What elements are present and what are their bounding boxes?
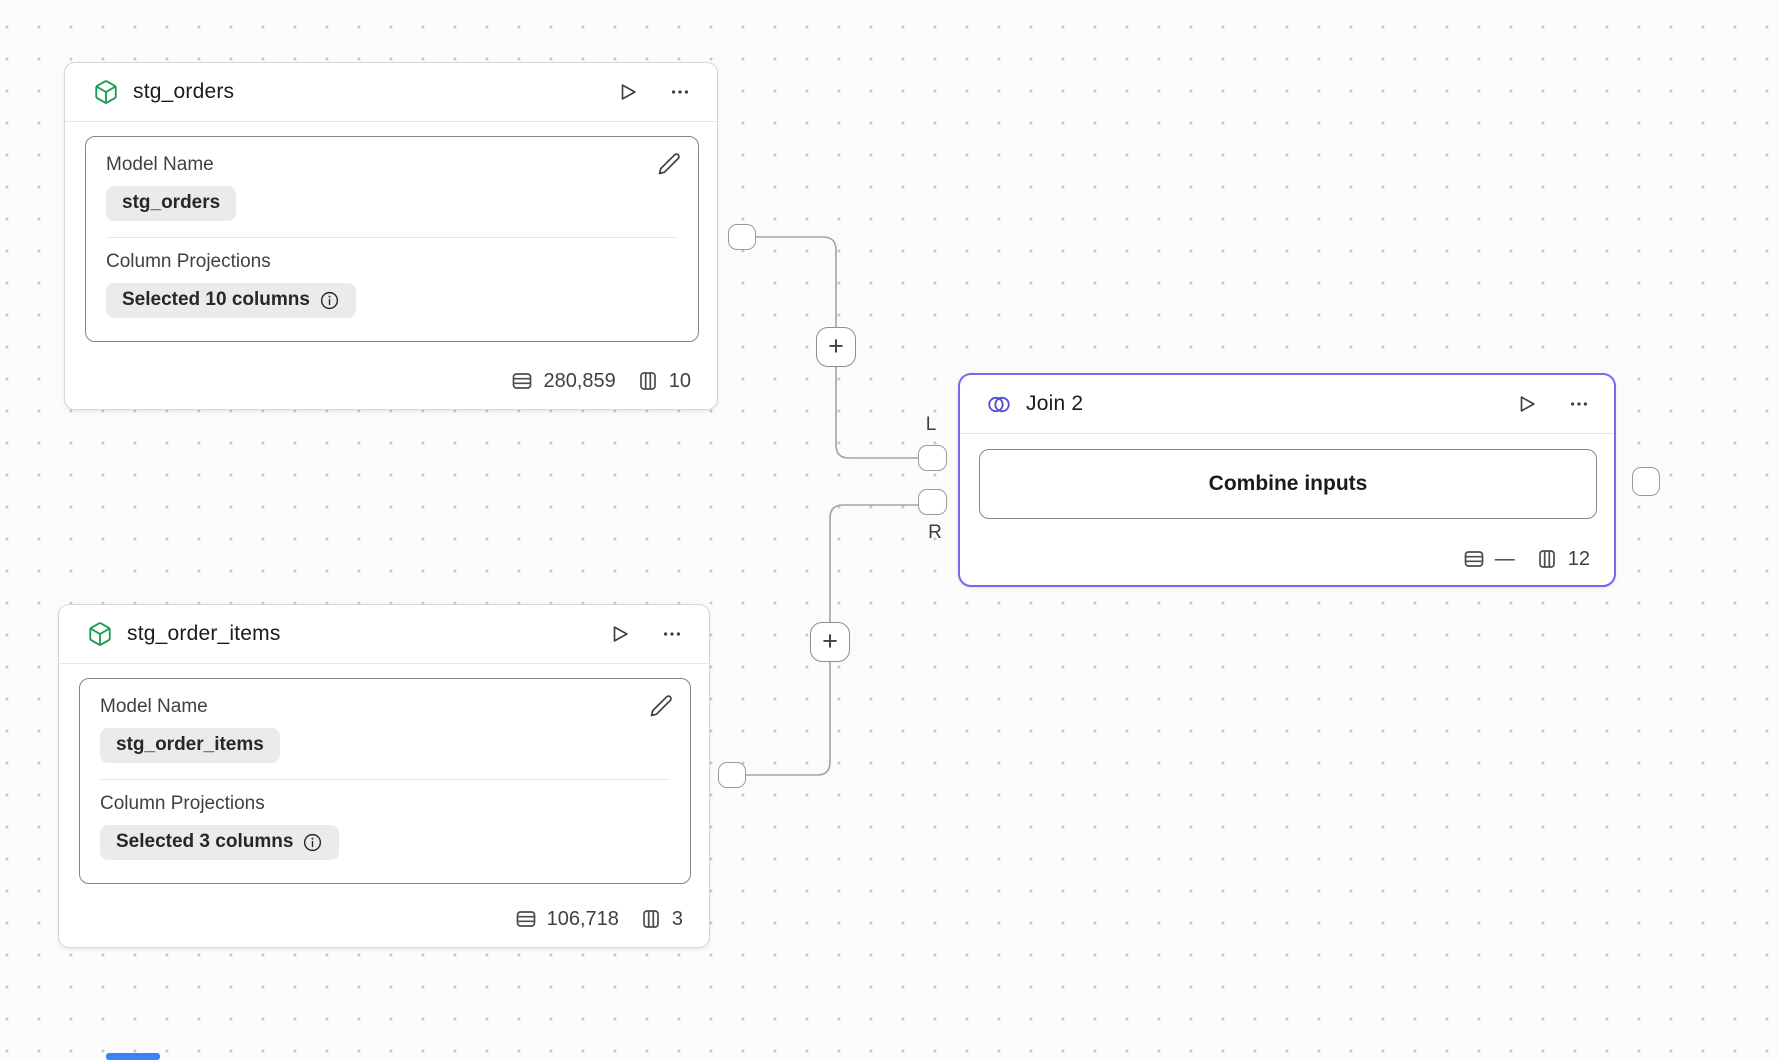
edit-model-name-button[interactable]	[656, 152, 682, 178]
info-icon	[320, 291, 339, 309]
column-count-stat: 12	[1535, 547, 1590, 571]
ellipsis-icon	[671, 90, 689, 94]
add-node-on-edge-button-top[interactable]: +	[816, 327, 856, 367]
join-input-port-right[interactable]	[918, 489, 947, 515]
row-count: 106,718	[546, 907, 619, 930]
plus-icon: +	[828, 330, 844, 361]
column-projections-value: Selected 3 columns	[116, 830, 294, 852]
rows-icon	[513, 373, 532, 389]
join-input-port-left[interactable]	[918, 445, 947, 471]
model-name-label: Model Name	[106, 154, 214, 175]
node-footer: 280,859 10	[65, 369, 717, 409]
model-package-icon	[87, 621, 113, 647]
divider	[65, 121, 717, 122]
play-icon	[621, 84, 636, 100]
node-stg-orders[interactable]: stg_orders Model Name stg_orders	[64, 62, 718, 410]
column-count: 10	[668, 369, 691, 392]
ellipsis-icon	[663, 632, 681, 636]
column-projections-label: Column Projections	[100, 792, 265, 814]
play-icon	[1520, 396, 1535, 412]
divider	[960, 433, 1614, 434]
model-name-chip[interactable]: stg_order_items	[100, 728, 280, 763]
add-node-on-edge-button-bottom[interactable]: +	[810, 622, 850, 662]
output-port-stg-orders[interactable]	[728, 224, 756, 250]
node-stg-order-items[interactable]: stg_order_items Model Name stg_order_ite…	[58, 604, 710, 948]
ellipsis-icon	[1570, 402, 1588, 406]
row-count-stat: —	[1462, 547, 1515, 571]
join-icon	[986, 391, 1012, 417]
output-port-stg-order-items[interactable]	[718, 762, 746, 788]
row-count: —	[1494, 547, 1515, 570]
row-count: 280,859	[543, 369, 616, 392]
columns-icon	[639, 372, 656, 390]
horizontal-scrollbar-thumb[interactable]	[106, 1053, 160, 1060]
column-count-stat: 3	[639, 907, 683, 931]
node-footer: — 12	[960, 547, 1614, 585]
model-name-value: stg_order_items	[116, 734, 264, 755]
join-right-port-label: R	[928, 522, 942, 543]
output-port-join[interactable]	[1632, 467, 1660, 496]
model-name-value: stg_orders	[122, 192, 221, 213]
model-package-icon	[93, 79, 119, 105]
more-options-button[interactable]	[659, 621, 685, 647]
node-config-panel: Model Name stg_orders Column Projections…	[85, 136, 699, 342]
divider	[106, 236, 678, 238]
row-count-stat: 106,718	[514, 907, 619, 931]
pencil-icon	[650, 695, 672, 717]
column-count: 3	[671, 907, 683, 930]
combine-inputs-button[interactable]: Combine inputs	[979, 449, 1597, 519]
node-footer: 106,718 3	[59, 907, 709, 947]
columns-icon	[1538, 550, 1555, 568]
run-node-button[interactable]	[615, 79, 641, 105]
pencil-icon	[658, 153, 680, 175]
column-projections-chip[interactable]: Selected 3 columns	[100, 824, 340, 860]
node-title: stg_orders	[133, 80, 235, 103]
column-projections-chip[interactable]: Selected 10 columns	[106, 282, 356, 318]
play-icon	[613, 626, 628, 642]
divider	[100, 778, 670, 780]
node-join-2[interactable]: Join 2 Combine inputs —	[958, 373, 1616, 587]
column-projections-label: Column Projections	[106, 250, 271, 272]
model-name-label: Model Name	[100, 696, 208, 717]
node-title: Join 2	[1026, 392, 1084, 415]
rows-icon	[1464, 551, 1484, 567]
divider	[59, 663, 709, 664]
rows-icon	[516, 911, 535, 927]
row-count-stat: 280,859	[510, 369, 616, 393]
columns-icon	[643, 910, 659, 928]
node-title: stg_order_items	[127, 622, 281, 645]
more-options-button[interactable]	[667, 79, 693, 105]
info-icon	[304, 833, 322, 851]
column-projections-value: Selected 10 columns	[122, 288, 310, 310]
run-node-button[interactable]	[1514, 391, 1540, 417]
column-count-stat: 10	[636, 369, 691, 393]
node-header: stg_orders	[65, 63, 717, 121]
join-left-port-label: L	[925, 414, 937, 435]
model-name-chip[interactable]: stg_orders	[106, 186, 237, 221]
more-options-button[interactable]	[1566, 391, 1592, 417]
plus-icon: +	[822, 625, 838, 656]
node-config-panel: Model Name stg_order_items Column Projec…	[79, 678, 691, 884]
edit-model-name-button[interactable]	[648, 694, 674, 720]
node-header: stg_order_items	[59, 605, 709, 663]
run-node-button[interactable]	[607, 621, 633, 647]
column-count: 12	[1567, 547, 1590, 570]
node-header: Join 2	[960, 375, 1614, 433]
